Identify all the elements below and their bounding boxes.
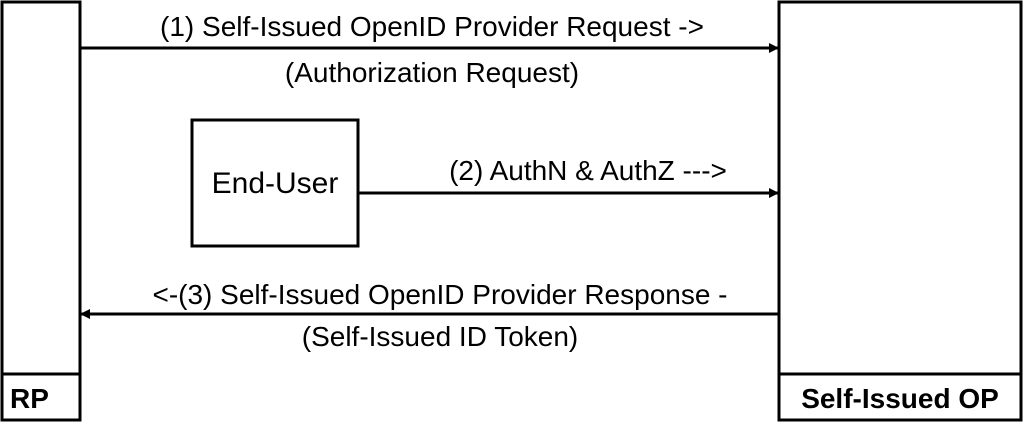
rp-label: RP [10, 383, 49, 414]
end-user-label: End-User [212, 167, 339, 200]
message-2-label: (2) AuthN & AuthZ ---> [449, 155, 727, 186]
participant-end-user: End-User [190, 118, 360, 248]
op-box [777, 0, 1023, 422]
end-user-box [190, 118, 360, 248]
message-1-label: (1) Self-Issued OpenID Provider Request … [160, 11, 704, 42]
participant-self-issued-op: Self-Issued OP [777, 0, 1023, 422]
message-3: <-(3) Self-Issued OpenID Provider Respon… [80, 279, 779, 352]
message-2: (2) AuthN & AuthZ ---> [358, 155, 779, 198]
participant-rp: RP [0, 0, 82, 422]
op-label: Self-Issued OP [801, 383, 999, 414]
message-1-sublabel: (Authorization Request) [285, 57, 579, 88]
message-3-sublabel: (Self-Issued ID Token) [302, 321, 579, 352]
rp-box [0, 0, 82, 422]
message-3-label: <-(3) Self-Issued OpenID Provider Respon… [152, 279, 727, 310]
message-1: (1) Self-Issued OpenID Provider Request … [80, 11, 779, 88]
